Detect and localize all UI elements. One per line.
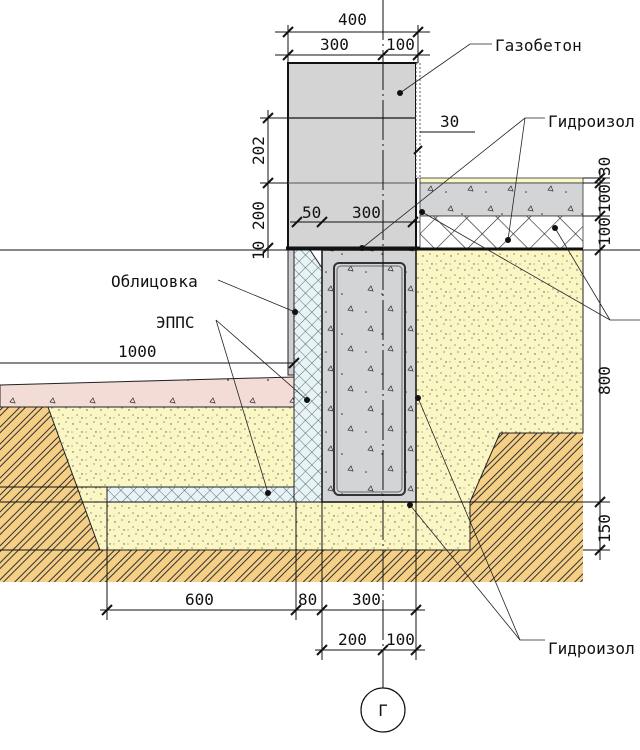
dim-top-100: 100 <box>386 35 415 54</box>
dim-in-50: 50 <box>302 203 321 222</box>
dimension-ticks <box>101 26 606 656</box>
dim-r-150: 150 <box>595 514 614 543</box>
dim-h-202: 202 <box>249 136 268 165</box>
leader-dots <box>265 90 558 508</box>
dim-left-1000: 1000 <box>118 342 157 361</box>
dim-r-30: 30 <box>595 157 614 176</box>
gas-concrete-wall <box>286 62 421 250</box>
label-gazobeton: Газобетон <box>495 36 582 55</box>
dim-h-10: 10 <box>249 241 268 260</box>
dim-r-100b: 100 <box>595 217 614 246</box>
dim-r-800: 800 <box>595 366 614 395</box>
dim-gap-30: 30 <box>440 112 459 131</box>
dimension-labels: 400 300 100 30 202 200 10 50 300 1000 30… <box>118 10 614 649</box>
axis-marker: Г <box>360 687 406 733</box>
dim-b-100: 100 <box>386 630 415 649</box>
axis-label: Г <box>378 701 388 720</box>
leader-lines <box>215 43 640 641</box>
dim-b-300: 300 <box>352 590 381 609</box>
label-hydro-top: Гидроизол <box>548 112 635 131</box>
dim-h-200: 200 <box>249 201 268 230</box>
reference-lines <box>0 0 640 688</box>
xps-vertical <box>293 249 323 503</box>
dim-b-600: 600 <box>185 590 214 609</box>
dim-b-80: 80 <box>298 590 317 609</box>
dim-top-300: 300 <box>320 35 349 54</box>
material-labels: Газобетон Гидроизол Гидроизол Облицовка … <box>111 36 635 658</box>
label-epps: ЭППС <box>156 313 195 332</box>
dim-r-100a: 100 <box>595 184 614 213</box>
floor-layers <box>416 177 584 251</box>
label-hydro-bottom: Гидроизол <box>548 639 635 658</box>
dim-b-200: 200 <box>338 630 367 649</box>
label-oblitsovka: Облицовка <box>111 272 198 291</box>
blind-area <box>0 376 295 408</box>
dim-in-300: 300 <box>352 203 381 222</box>
rebar-cage <box>333 262 406 496</box>
dim-top-total: 400 <box>338 10 367 29</box>
